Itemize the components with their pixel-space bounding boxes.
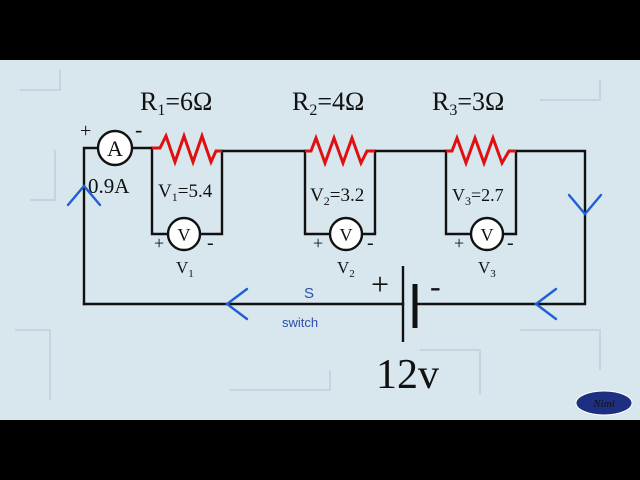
resistor-label-r3: R3=3Ω [432, 87, 504, 119]
voltmeter-v3: V + - V3 [454, 216, 514, 280]
voltmeter-reading-v3: V3=2.7 [452, 185, 504, 208]
resistor-label-r1: R1=6Ω [140, 87, 212, 119]
top-letterbox [0, 0, 640, 60]
voltmeter-plus: + [313, 233, 323, 253]
ammeter-minus: - [135, 117, 142, 142]
voltmeter-symbol: V [340, 225, 353, 245]
switch-symbol: S [304, 285, 314, 302]
current-arrows [66, 184, 603, 321]
resistor-r2 [305, 133, 375, 168]
voltmeter-symbol: V [481, 225, 494, 245]
arrow-up-icon [66, 184, 102, 207]
voltmeter-minus: - [507, 232, 514, 254]
ammeter-plus: + [80, 120, 91, 142]
voltmeter-v1: V + - V1 [154, 216, 214, 280]
background-traces [15, 70, 601, 400]
switch-label: switch [282, 315, 318, 330]
voltmeter-v2: V + - V2 [313, 216, 374, 280]
voltmeter-label-v2: V2 [337, 258, 355, 280]
nimi-logo: Nimi [575, 390, 633, 416]
voltmeter-plus: + [454, 233, 464, 253]
logo-text: Nimi [592, 398, 614, 410]
voltmeter-label-v1: V1 [176, 258, 194, 280]
voltmeter-minus: - [367, 232, 374, 254]
voltmeter-minus: - [207, 232, 214, 254]
voltmeter-reading-v1: V1=5.4 [158, 181, 213, 204]
resistor-label-r2: R2=4Ω [292, 87, 364, 119]
arrow-left-icon [225, 287, 249, 321]
resistor-r3 [446, 133, 516, 168]
voltmeter-label-v3: V3 [478, 258, 496, 280]
arrow-down-icon [567, 193, 603, 216]
battery-minus: - [430, 268, 441, 304]
switch: S switch [282, 285, 318, 330]
voltmeter-symbol: V [178, 225, 191, 245]
voltmeter-reading-v2: V2=3.2 [310, 185, 364, 208]
arrow-left-icon [534, 287, 558, 321]
battery-plus: + [371, 266, 389, 302]
circuit-wires [82, 146, 587, 306]
ammeter-symbol: A [107, 136, 123, 161]
resistor-r1 [152, 131, 222, 167]
battery-voltage: 12v [376, 352, 439, 398]
ammeter-reading: 0.9A [88, 174, 130, 198]
voltmeter-plus: + [154, 233, 164, 253]
bottom-letterbox [0, 420, 640, 480]
diagram-background [0, 60, 640, 420]
battery: + - 12v [371, 266, 441, 398]
ammeter: A + - [80, 117, 142, 167]
